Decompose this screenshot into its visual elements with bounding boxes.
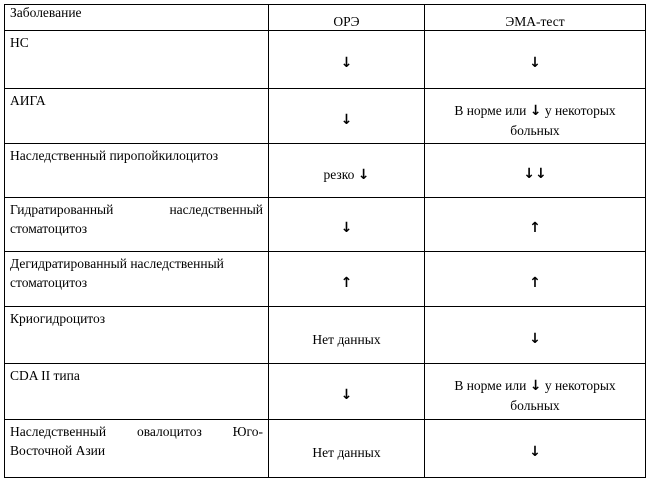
- disease-cell: Наследственный пиропойкилоцитоз: [4, 143, 269, 198]
- ema-cell: В норме или ↓ у некоторых больных: [424, 363, 646, 420]
- arrow-down-icon: ↓: [529, 378, 542, 394]
- disease-cell: Дегидратированный наследственный стомато…: [4, 251, 269, 307]
- table-row: Наследственный пиропойкилоцитоз резко ↓ …: [4, 143, 646, 198]
- ema-text: В норме или: [454, 378, 527, 393]
- ore-text: резко: [323, 166, 355, 182]
- ema-cell: ↓: [424, 419, 646, 478]
- table-row: АИГА ↓ В норме или ↓ у некоторых больных: [4, 88, 646, 144]
- ore-cell: резко ↓: [268, 143, 425, 198]
- ema-cell: ↓: [424, 30, 646, 89]
- table-row: НС ↓ ↓: [4, 30, 646, 89]
- disease-cell: Криогидроцитоз: [4, 306, 269, 364]
- ore-cell: ↓: [268, 88, 425, 144]
- ema-cell: ↓: [424, 306, 646, 364]
- ore-cell: ↓: [268, 197, 425, 252]
- ema-cell: ↓↓: [424, 143, 646, 198]
- ore-cell: ↑: [268, 251, 425, 307]
- table-row: Дегидратированный наследственный стомато…: [4, 251, 646, 307]
- table-row: Криогидроцитоз Нет данных ↓: [4, 306, 646, 364]
- table-row: CDA II типа ↓ В норме или ↓ у некоторых …: [4, 363, 646, 420]
- disease-cell: Наследственный овалоцитоз Юго-Восточной …: [4, 419, 269, 478]
- ema-text: В норме или: [454, 102, 527, 118]
- ema-cell: ↑: [424, 197, 646, 252]
- ema-text: у некоторых больных: [510, 378, 616, 413]
- table-header-row: Заболевание ОРЭ ЭМА-тест: [4, 4, 646, 31]
- disease-cell: АИГА: [4, 88, 269, 144]
- header-ore: ОРЭ: [268, 4, 425, 31]
- disease-cell: CDA II типа: [4, 363, 269, 420]
- ore-cell: Нет данных: [268, 306, 425, 364]
- disease-cell: Гидратированный наследственный стоматоци…: [4, 197, 269, 252]
- arrow-down-icon: ↓: [529, 102, 542, 119]
- ore-cell: ↓: [268, 363, 425, 420]
- ore-cell: Нет данных: [268, 419, 425, 478]
- ema-cell: ↑: [424, 251, 646, 307]
- ema-cell: В норме или ↓ у некоторых больных: [424, 88, 646, 144]
- disease-table: Заболевание ОРЭ ЭМА-тест НС ↓ ↓ АИГА ↓ В…: [4, 4, 646, 478]
- arrow-down-icon: ↓: [357, 166, 370, 183]
- header-disease: Заболевание: [4, 4, 269, 31]
- ema-text: у некоторых больных: [510, 102, 616, 138]
- table-row: Наследственный овалоцитоз Юго-Восточной …: [4, 419, 646, 478]
- header-ema: ЭМА-тест: [424, 4, 646, 31]
- ore-cell: ↓: [268, 30, 425, 89]
- table-row: Гидратированный наследственный стоматоци…: [4, 197, 646, 252]
- disease-cell: НС: [4, 30, 269, 89]
